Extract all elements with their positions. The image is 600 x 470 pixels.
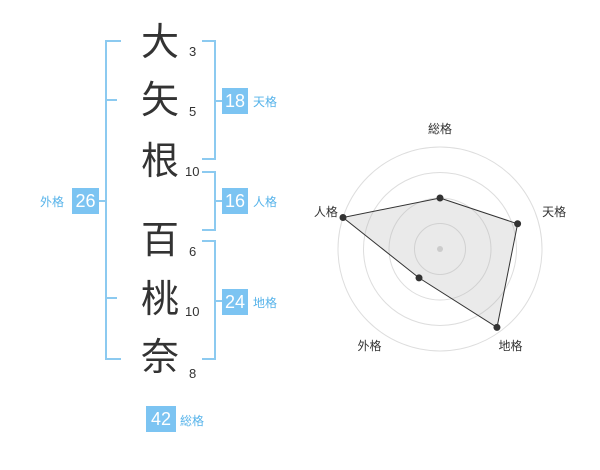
given-char-1-strokes: 6 (189, 244, 197, 259)
soukaku-badge: 42 (146, 406, 176, 432)
surname-char-3: 根 (140, 139, 179, 183)
radar-axis-label-1: 総格 (428, 121, 452, 136)
jinkaku-bracket-connector (214, 200, 222, 202)
radar-center-dot (437, 246, 443, 252)
given-char-2: 桃 (140, 277, 179, 321)
tenkaku-bracket-connector (214, 100, 222, 102)
radar-ring-4 (337, 146, 543, 352)
radar-ring-3 (363, 172, 517, 326)
radar-point-5 (339, 213, 347, 221)
given-char-3-strokes: 8 (189, 366, 197, 381)
given-char-2-strokes: 10 (185, 304, 200, 319)
radar-axis-label-5: 人格 (314, 204, 338, 219)
gaikaku-label: 外格 (40, 195, 65, 209)
surname-char-2: 矢 (140, 78, 179, 122)
radar-point-3 (493, 323, 501, 331)
radar-axis-label-3: 地格 (498, 338, 522, 353)
radar-point-4 (415, 274, 423, 282)
chikaku-label: 地格 (253, 296, 278, 310)
radar-axis-label-4: 外格 (357, 338, 381, 353)
radar-point-2 (514, 220, 522, 228)
chikaku-bracket-connector (214, 300, 222, 302)
jinkaku-label: 人格 (253, 195, 278, 209)
surname-char-1: 大 (140, 20, 179, 64)
surname-char-1-strokes: 3 (189, 44, 197, 59)
radar-ring-1 (414, 223, 466, 275)
gaikaku-bracket-tick-top (105, 99, 117, 101)
gaikaku-badge: 26 (72, 188, 99, 214)
surname-char-3-strokes: 10 (185, 164, 200, 179)
tenkaku-label: 天格 (253, 95, 278, 109)
soukaku-label: 総格 (180, 414, 205, 428)
jinkaku-badge: 16 (222, 188, 248, 214)
given-char-1: 百 (140, 218, 179, 262)
surname-char-2-strokes: 5 (189, 104, 197, 119)
gaikaku-bracket-connector (99, 200, 107, 202)
tenkaku-badge: 18 (222, 88, 248, 114)
chikaku-badge: 24 (222, 289, 248, 315)
gaikaku-bracket-tick-bottom (105, 297, 117, 299)
radar-point-1 (436, 194, 444, 202)
given-char-3: 奈 (140, 335, 179, 379)
radar-data-polygon (341, 197, 519, 329)
radar-axis-label-2: 天格 (542, 204, 566, 219)
